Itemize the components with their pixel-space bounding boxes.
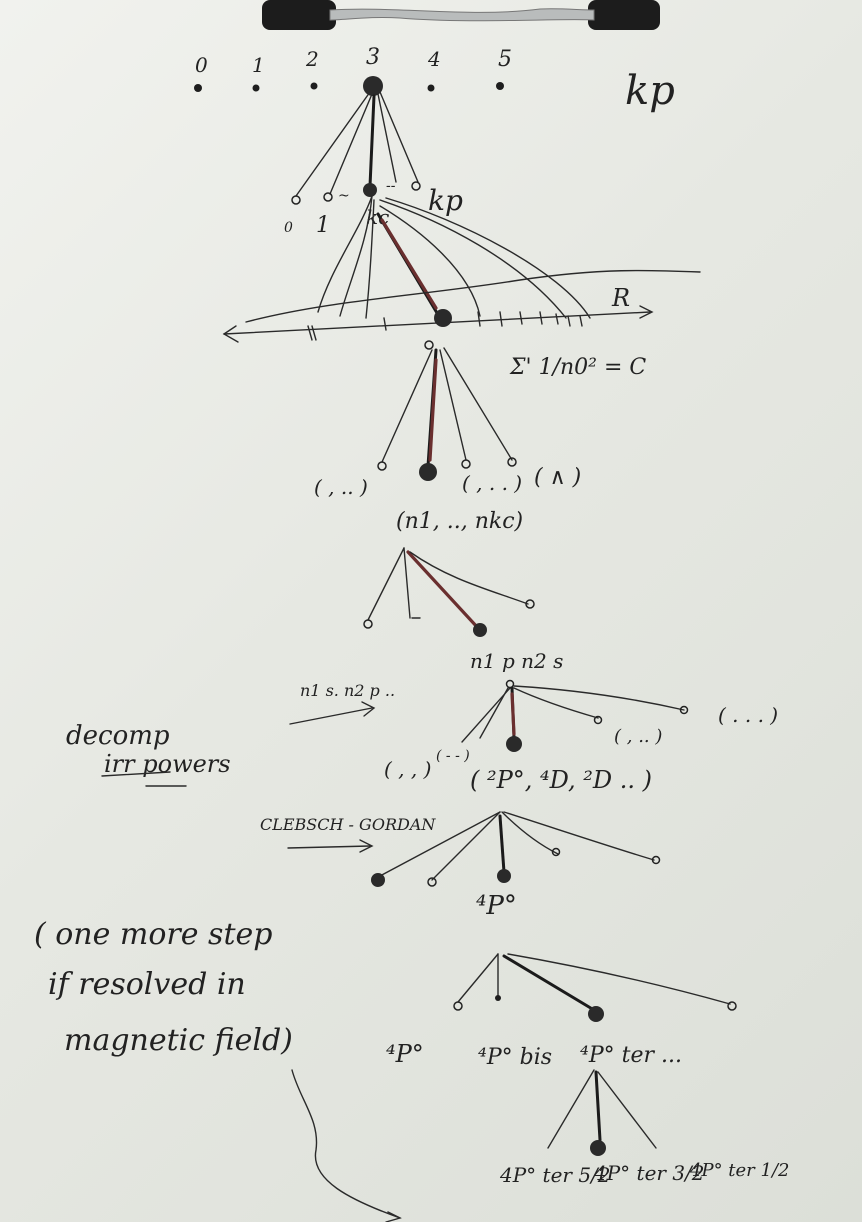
level7-leaf2: ⁴P° bis — [478, 1045, 552, 1070]
level3-tuples: ( , .. ) ( , . . ) ( ∧ ) (n1, .., nkc) — [314, 457, 581, 534]
side-note-decomp: decomp — [66, 721, 170, 751]
clebsch-gordan-note: CLEBSCH - GORDAN — [260, 815, 436, 834]
arrow-note-level5: n1 s. n2 p .. — [300, 681, 395, 700]
paren-note-line2: if resolved in — [48, 967, 246, 1002]
level5-tuple-right: ( . . . ) — [718, 703, 778, 727]
svg-text:~: ~ — [338, 188, 350, 204]
level5-tuple-left: ( , , ) — [384, 757, 431, 781]
level5: n1 s. n2 p .. decomp irr powers ( , , ) … — [66, 679, 778, 794]
level8-leaf3: 4P° ter 1/2 — [689, 1160, 789, 1181]
paren-note-line3: magnetic field) — [64, 1023, 293, 1058]
side-note-irr-powers: irr powers — [104, 750, 231, 778]
clipboard-clip — [262, 0, 660, 30]
level0-kp-row: 0 1 2 3 4 5 kp — [194, 45, 675, 114]
level1-kp-nodes: ~ -- kp 0 1 kc — [284, 178, 463, 238]
level2-branches — [381, 347, 513, 468]
kp-label-level1: kp — [428, 184, 463, 217]
level0-branches — [295, 91, 419, 197]
digit-1: 1 — [252, 53, 265, 77]
svg-text:--: -- — [386, 178, 396, 194]
digit-2: 2 — [305, 47, 319, 71]
paren-note-line1: ( one more step — [34, 917, 272, 952]
level7-leaf1: ⁴P° — [386, 1040, 424, 1068]
tuple-selected: (n1, .., nkc) — [396, 509, 523, 534]
digit-4: 4 — [427, 47, 441, 71]
level7: ( one more step if resolved in magnetic … — [34, 917, 737, 1222]
axis-label-R: R — [611, 284, 630, 312]
level4-tree: n1 p n2 s — [363, 547, 563, 673]
level5-selected: ( ²P°, ⁴D, ²D .. ) — [470, 766, 652, 794]
tuple-mid: ( , . . ) — [462, 471, 522, 495]
level8-leaf1: 4P° ter 5/2 — [499, 1163, 611, 1187]
level5-tuple-left2: ( - - ) — [436, 748, 470, 764]
level5-tuple-right-small: ( , .. ) — [614, 726, 662, 747]
digit-3: 3 — [366, 45, 380, 70]
digit-0: 0 — [195, 53, 208, 77]
level2-real-axis: R Σ' 1/n0² = C — [222, 269, 701, 380]
digit-5: 5 — [498, 47, 512, 72]
level8: 4P° ter 5/2 4P° ter 3/2 4P° ter 1/2 — [499, 1069, 789, 1187]
sum-note: Σ' 1/n0² = C — [509, 355, 646, 380]
level4-selected: n1 p n2 s — [470, 649, 563, 673]
tuple-left: ( , .. ) — [314, 475, 368, 499]
level1-one: 1 — [316, 213, 330, 238]
tuple-right: ( ∧ ) — [534, 465, 581, 490]
level7-leaf3: ⁴P° ter ... — [580, 1043, 682, 1068]
kp-label: kp — [625, 68, 675, 114]
level8-leaf2: 4P° ter 3/2 — [593, 1161, 705, 1185]
level6-selected: ⁴P° — [476, 891, 517, 921]
level1-zero: 0 — [284, 220, 293, 236]
level6: CLEBSCH - GORDAN ⁴P° — [260, 811, 661, 921]
